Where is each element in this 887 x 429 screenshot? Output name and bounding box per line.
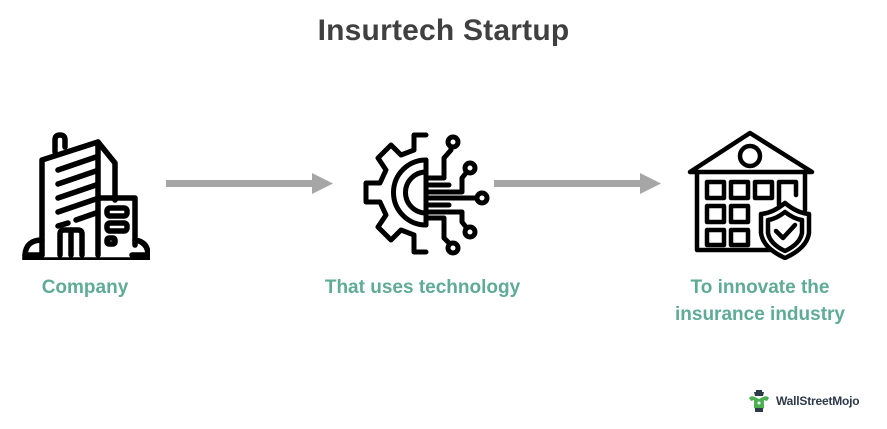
step-label-insurance-line1: To innovate the: [690, 277, 830, 298]
step-label-insurance-line2: insurance industry: [675, 304, 845, 325]
insurance-building-shield-icon: [687, 130, 815, 260]
watermark: WallStreetMojo: [746, 388, 860, 414]
right-arrow-icon: [166, 173, 333, 194]
watermark-text: WallStreetMojo: [776, 394, 860, 408]
right-arrow-icon: [494, 173, 661, 194]
step-label-company: Company: [41, 277, 129, 298]
diagram-title: Insurtech Startup: [317, 14, 570, 47]
office-building-icon: [22, 132, 150, 260]
step-label-insurance: To innovate the insurance industry: [650, 274, 870, 328]
wallstreetmojo-logo-icon: [749, 390, 769, 412]
step-label-technology: That uses technology: [324, 277, 521, 298]
gear-circuit-icon: [363, 132, 490, 256]
